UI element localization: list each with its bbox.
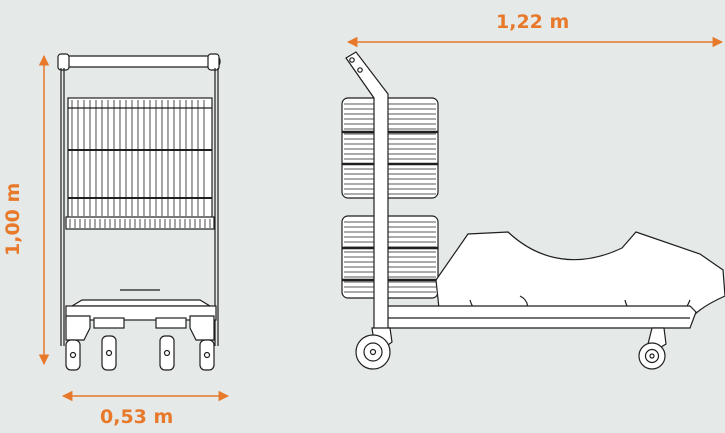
front-wheels: [65, 335, 215, 371]
height-label: 1,00 m: [2, 182, 24, 256]
side-wheels: [355, 334, 666, 370]
front-lower-tray: [69, 299, 213, 307]
width-label: 1,22 m: [496, 11, 570, 33]
front-basket-slats: [71, 100, 205, 216]
side-upper-basket: [341, 97, 439, 199]
side-chassis: [375, 305, 697, 329]
depth-label: 0,53 m: [100, 406, 174, 428]
cart-side-view: [341, 51, 725, 351]
cart-front-view: [57, 53, 221, 346]
side-car-body: [435, 231, 725, 319]
front-handle-bar: [61, 55, 221, 68]
front-base-slats: [69, 219, 211, 228]
